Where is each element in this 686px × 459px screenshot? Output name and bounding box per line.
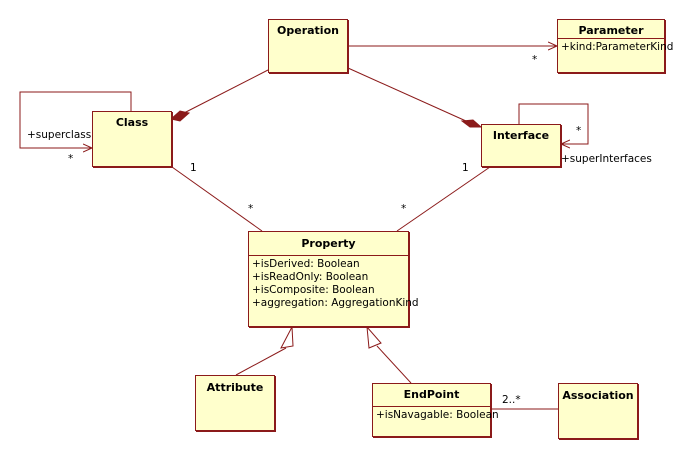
endpoint-association-multiplicity: 2..* <box>502 394 521 406</box>
class-endpoint-attributes: +isNavagable: Boolean <box>373 406 499 424</box>
superinterfaces-role-label: +superInterfaces <box>561 153 652 165</box>
interface-property-association <box>396 166 491 232</box>
class-property-one: 1 <box>190 162 197 174</box>
operation-class-composition-diamond <box>169 110 191 122</box>
attribute-generalization-triangle <box>280 325 294 349</box>
class-interface[interactable]: Interface <box>481 124 561 167</box>
class-endpoint-name: EndPoint <box>403 388 460 401</box>
operation-interface-composition-diamond <box>460 119 483 128</box>
class-attribute-name: Attribute <box>206 381 264 394</box>
superclass-multiplicity: * <box>68 153 74 165</box>
class-association-name: Association <box>562 389 634 402</box>
superclass-role-label: +superclass <box>27 129 92 141</box>
class-parameter-name: Parameter <box>578 24 644 37</box>
attribute-generalization <box>235 347 287 376</box>
class-property-association <box>171 166 263 232</box>
attribute-row: +isNavagable: Boolean <box>376 409 499 421</box>
interface-property-many: * <box>401 203 407 215</box>
interface-superinterfaces-selfloop <box>518 103 589 144</box>
class-operation-name: Operation <box>277 24 339 37</box>
class-parameter[interactable]: Parameter +kind:ParameterKind <box>557 19 674 73</box>
attribute-row: +isComposite: Boolean <box>252 284 375 296</box>
class-class[interactable]: Class <box>92 111 172 167</box>
class-association[interactable]: Association <box>558 383 638 439</box>
attribute-row: +isDerived: Boolean <box>252 258 360 270</box>
class-property-attributes: +isDerived: Boolean +isReadOnly: Boolean… <box>249 255 419 312</box>
attribute-row: +kind:ParameterKind <box>561 41 674 53</box>
interface-property-one: 1 <box>462 162 469 174</box>
class-attribute[interactable]: Attribute <box>195 375 275 431</box>
operation-class-composition <box>183 69 269 114</box>
class-operation[interactable]: Operation <box>268 19 348 73</box>
class-superclass-selfloop <box>19 91 132 148</box>
class-property-many: * <box>248 203 254 215</box>
attribute-row: +isReadOnly: Boolean <box>252 271 369 283</box>
parameter-multiplicity: * <box>532 54 538 66</box>
operation-interface-composition <box>347 67 467 122</box>
class-property-name: Property <box>301 237 356 250</box>
endpoint-generalization-triangle <box>366 325 382 349</box>
class-class-name: Class <box>115 116 149 129</box>
class-parameter-attributes: +kind:ParameterKind <box>558 38 674 56</box>
class-interface-name: Interface <box>492 129 550 142</box>
class-property[interactable]: Property +isDerived: Boolean +isReadOnly… <box>248 231 419 327</box>
class-endpoint[interactable]: EndPoint +isNavagable: Boolean <box>372 383 499 437</box>
superinterfaces-multiplicity: * <box>576 125 582 137</box>
endpoint-generalization <box>376 345 412 384</box>
attribute-row: +aggregation: AggregationKind <box>252 297 419 309</box>
